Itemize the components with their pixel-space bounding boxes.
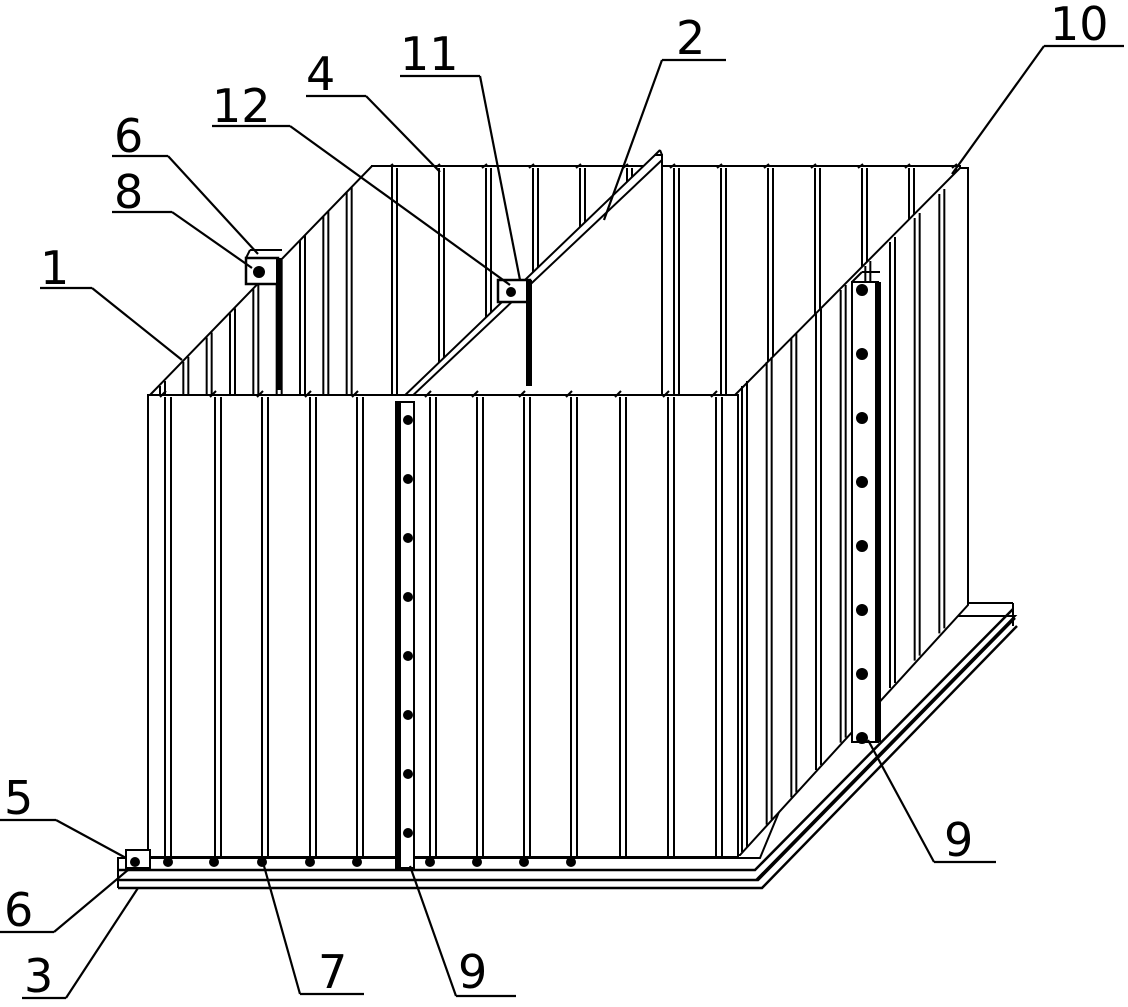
label-4: 4 [306,47,335,101]
label-12: 12 [212,79,271,133]
label-9-right: 9 [944,813,973,867]
corner-bolt-bottom-left [125,849,151,869]
front-wall-panels [147,390,739,858]
label-5: 5 [4,771,33,825]
label-6-bottom: 6 [4,883,33,937]
interior-connector [496,278,532,386]
label-3: 3 [24,949,53,1003]
label-6-top: 6 [114,109,143,163]
corner-connector-top-left [244,249,282,390]
label-7: 7 [318,945,347,999]
label-10: 10 [1050,0,1109,51]
label-2: 2 [676,11,705,65]
label-11: 11 [400,27,459,81]
label-8: 8 [114,165,143,219]
label-9-center: 9 [458,945,487,999]
bottom-bolt-row [163,857,576,867]
connector-bar-right [851,271,881,744]
connector-bar-center [395,401,415,869]
label-1: 1 [40,241,69,295]
